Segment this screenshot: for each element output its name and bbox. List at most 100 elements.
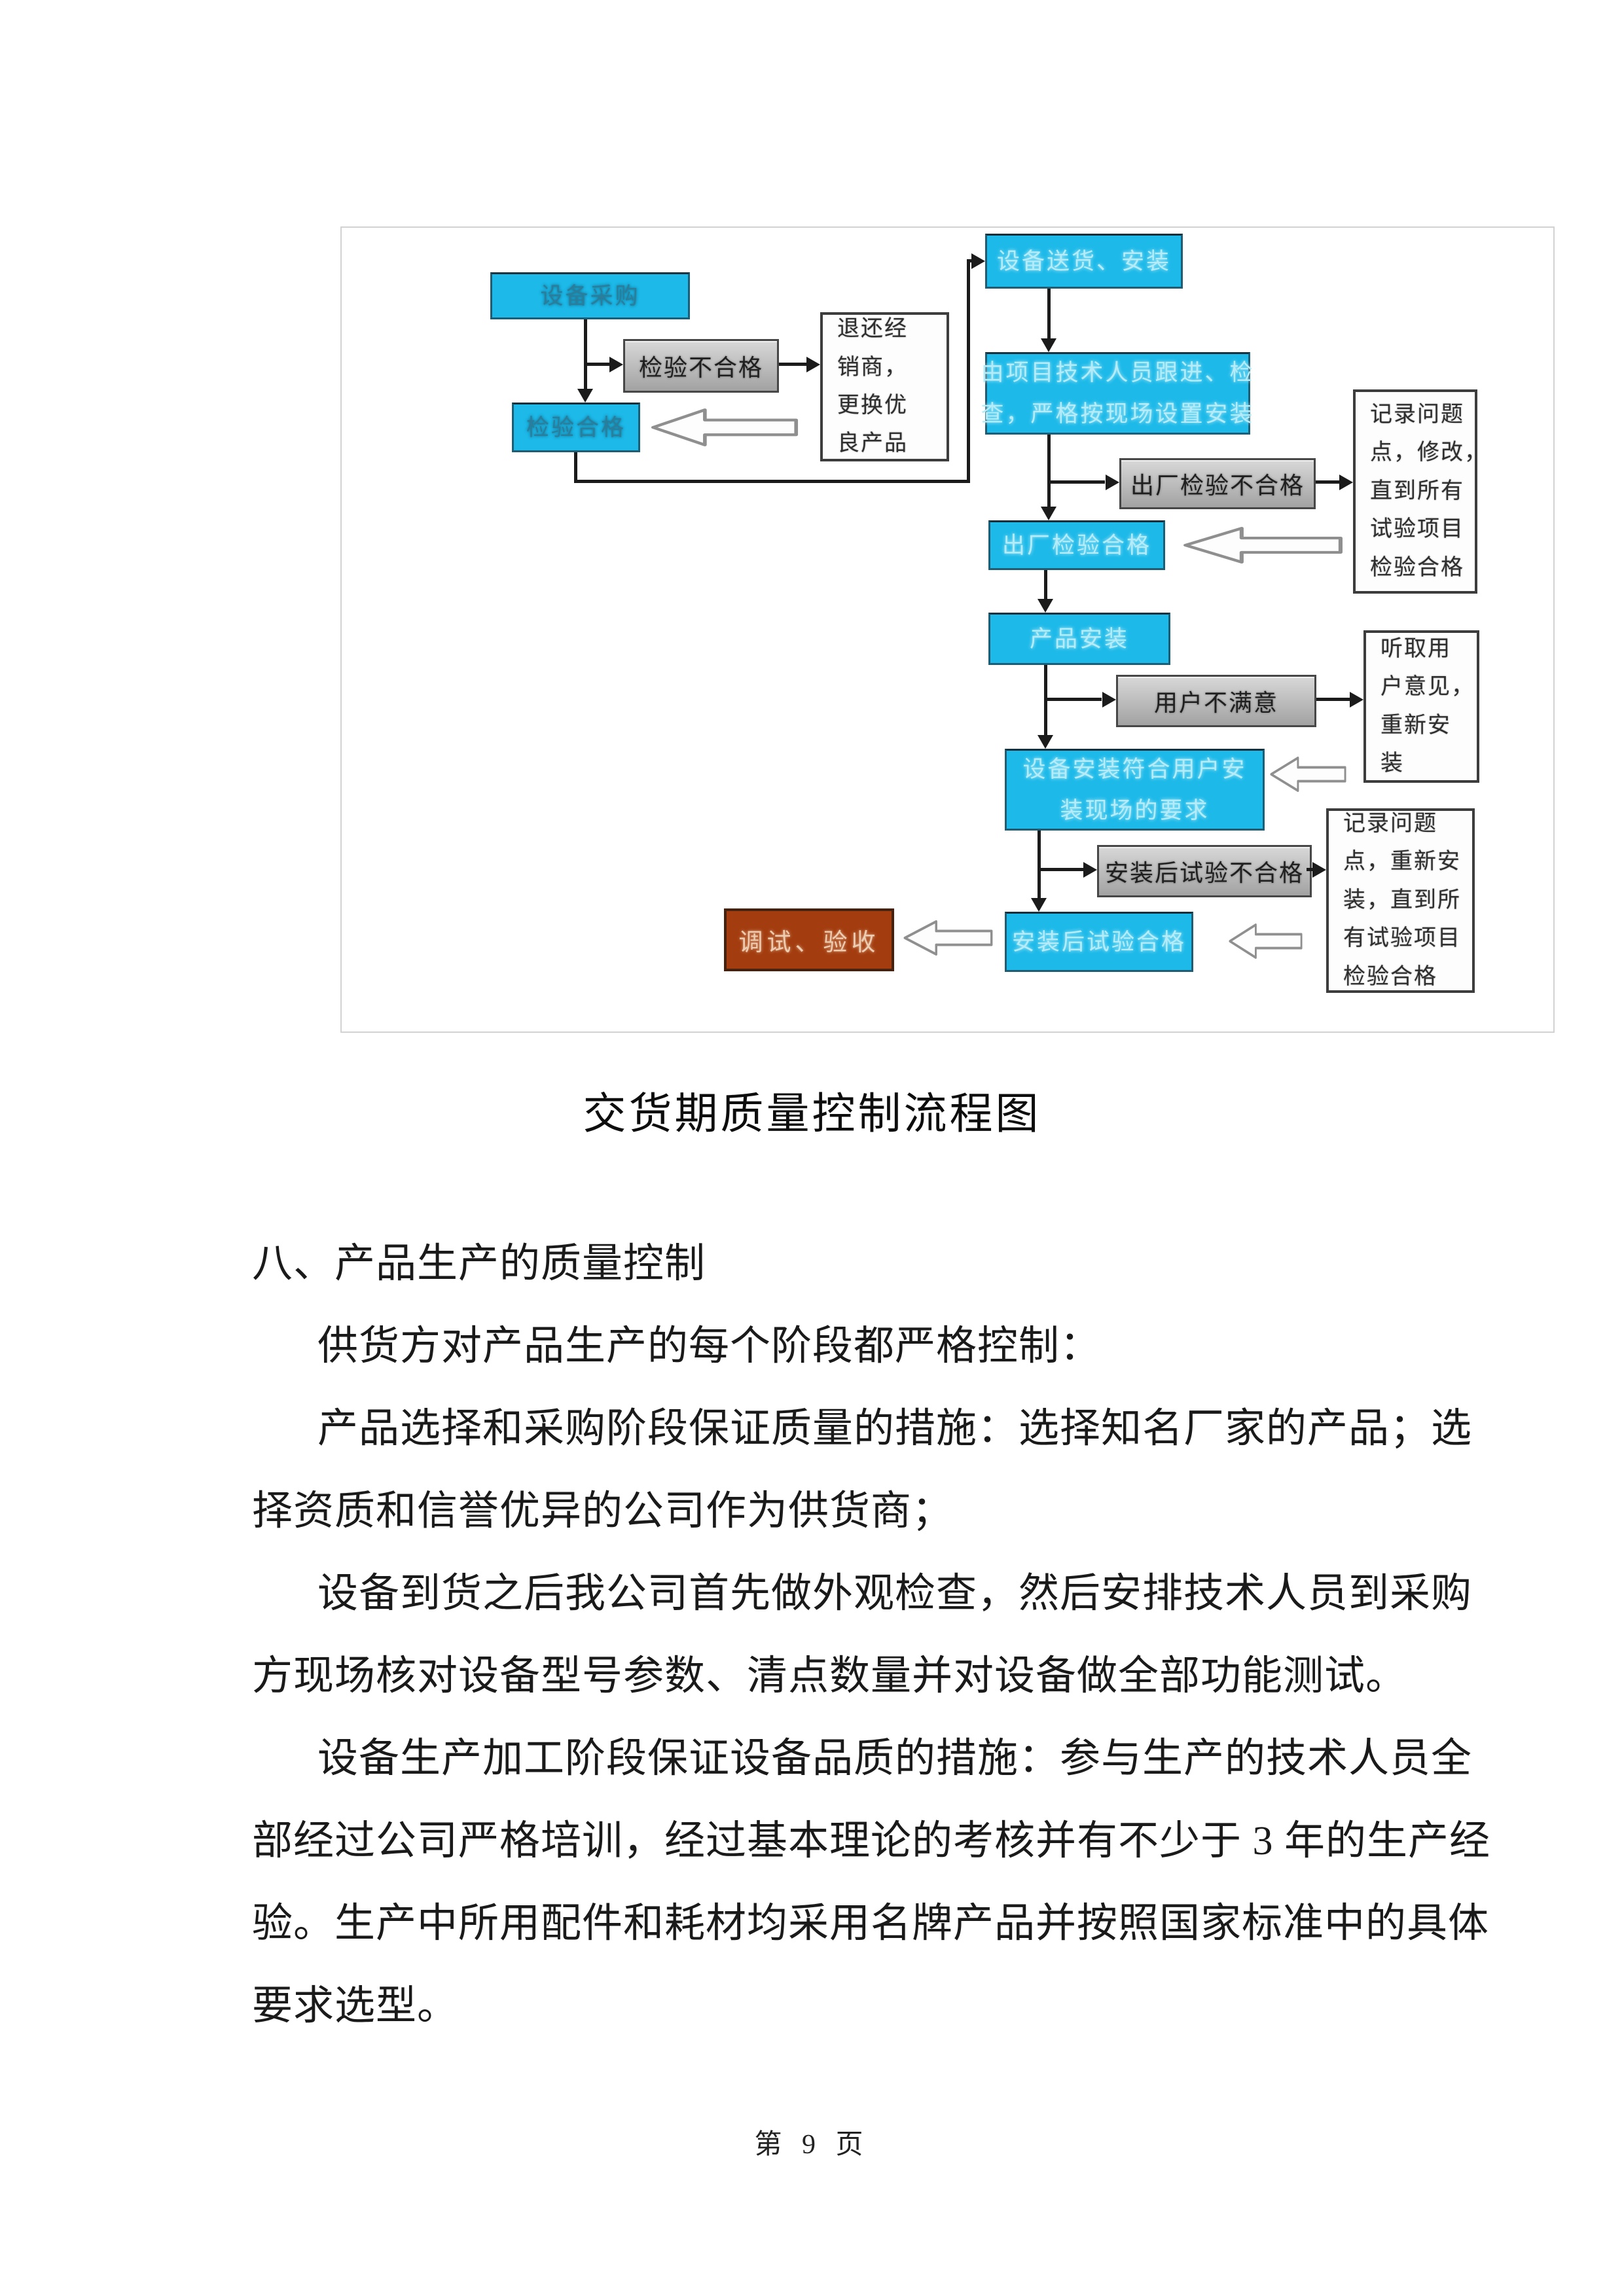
body-line: 八、产品生产的质量控制	[252, 1242, 706, 1286]
arrowhead-icon	[1102, 692, 1116, 708]
node-user-unsatisfied: 用户不满意	[1116, 675, 1316, 727]
node-record-problems-fix: 记录问题点，修改，直到所有试验项目检验合格	[1353, 389, 1487, 594]
hollow-left-arrow-icon	[1183, 526, 1343, 565]
node-label: 记录问题	[1343, 811, 1437, 836]
hollow-left-arrow-icon	[1229, 922, 1303, 960]
node-label: 点，修改，	[1370, 440, 1488, 465]
connector-line	[967, 260, 970, 483]
node-label: 出厂检验不合格	[1130, 473, 1305, 499]
node-label: 用户不满意	[1153, 690, 1278, 716]
node-return-to-dealer: 退还经销商， 更换优良产品	[820, 312, 949, 461]
node-label: 检验不合格	[638, 355, 763, 381]
node-label: 安装后试验合格	[1011, 929, 1186, 955]
node-equipment-delivery-install: 设备送货、安装	[985, 234, 1183, 289]
node-debug-acceptance: 调试、验收	[724, 908, 894, 971]
node-incoming-inspection-fail: 检验不合格	[623, 339, 779, 393]
arrowhead-icon	[1038, 599, 1053, 613]
node-posttest-pass: 安装后试验合格	[1005, 912, 1193, 972]
node-product-install: 产品安装	[988, 613, 1170, 665]
node-label: 听取用	[1380, 636, 1451, 661]
node-label: 退还经	[837, 317, 908, 342]
node-label: 设备采购	[540, 283, 640, 309]
node-label: 装	[1380, 751, 1404, 776]
node-equipment-procurement: 设备采购	[490, 272, 690, 319]
hollow-left-arrow-icon	[1270, 755, 1346, 793]
node-label: 更换优	[837, 393, 908, 418]
arrowhead-icon	[1031, 898, 1047, 912]
node-listen-user-reinstall: 听取用户意见， 重新安装	[1363, 630, 1479, 783]
body-line: 验。生产中所用配件和耗材均采用名牌产品并按照国家标准中的具体	[252, 1901, 1490, 1946]
node-label: 销商，	[837, 355, 908, 380]
node-label: 设备安装符合用户安	[1022, 756, 1247, 782]
connector-line	[1316, 480, 1339, 484]
node-label: 安装后试验不合格	[1104, 860, 1304, 886]
arrowhead-icon	[577, 389, 593, 403]
node-label: 良产品	[837, 431, 908, 456]
node-label: 调试、验收	[738, 929, 880, 956]
node-label: 检验合格	[1343, 964, 1437, 989]
arrowhead-icon	[1038, 735, 1053, 749]
body-text: 八、产品生产的质量控制供货方对产品生产的每个阶段都严格控制：产品选择和采购阶段保…	[252, 1223, 1491, 2047]
arrowhead-icon	[1312, 862, 1326, 878]
body-line: 产品选择和采购阶段保证质量的措施：选择知名厂家的产品；选	[317, 1407, 1473, 1451]
node-label: 设备送货、安装	[996, 248, 1171, 274]
node-posttest-fail: 安装后试验不合格	[1097, 845, 1312, 897]
figure-caption: 交货期质量控制流程图	[583, 1090, 1041, 1138]
connector-line	[1047, 289, 1051, 340]
delivery-quality-flowchart-figure: 设备采购检验不合格退还经销商，更换优良产品检验合格设备送货、安装由项目技术人员跟…	[340, 226, 1555, 1033]
node-incoming-inspection-pass: 检验合格	[512, 403, 640, 452]
arrowhead-icon	[1041, 338, 1056, 352]
node-label: 重新安	[1380, 713, 1451, 738]
connector-line	[1047, 480, 1105, 484]
body-line: 择资质和信誉优异的公司作为供货商；	[252, 1489, 954, 1534]
arrowhead-icon	[806, 357, 820, 372]
node-label: 检验合格	[1370, 555, 1464, 580]
arrowhead-icon	[1339, 475, 1353, 490]
node-label: 产品安装	[1029, 626, 1129, 652]
connector-line	[1044, 698, 1102, 701]
page-number: 第 9 页	[754, 2130, 870, 2160]
arrowhead-icon	[609, 357, 623, 372]
connector-line	[1047, 435, 1051, 509]
connector-line	[584, 319, 587, 389]
node-label: 户意见，	[1380, 675, 1475, 700]
arrowhead-icon	[1041, 507, 1056, 520]
arrowhead-icon	[1350, 692, 1363, 708]
connector-line	[967, 259, 972, 262]
node-factory-inspection-pass: 出厂检验合格	[988, 520, 1165, 570]
node-label: 有试验项目	[1343, 926, 1461, 951]
connector-line	[1307, 868, 1313, 871]
body-line: 设备生产加工阶段保证设备品质的措施：参与生产的技术人员全	[317, 1736, 1473, 1781]
arrowhead-icon	[1083, 862, 1097, 878]
body-line: 要求选型。	[252, 1984, 459, 2028]
body-line: 部经过公司严格培训，经过基本理论的考核并有不少于 3 年的生产经	[252, 1819, 1491, 1863]
node-label: 出厂检验合格	[1001, 532, 1151, 558]
body-line: 方现场核对设备型号参数、清点数量并对设备做全部功能测试。	[252, 1654, 1407, 1698]
body-line: 设备到货之后我公司首先做外观检查，然后安排技术人员到采购	[317, 1571, 1473, 1616]
arrowhead-icon	[1106, 475, 1119, 490]
node-label: 查，严格按现场设置安装	[981, 401, 1255, 427]
node-label: 由项目技术人员跟进、检	[981, 360, 1255, 386]
hollow-left-arrow-icon	[651, 407, 799, 448]
node-label: 点，重新安	[1343, 850, 1461, 874]
node-label: 检验合格	[526, 414, 626, 440]
node-label: 装，直到所	[1343, 888, 1461, 912]
node-label: 装现场的要求	[1060, 797, 1210, 823]
connector-line	[779, 363, 806, 366]
node-label: 直到所有	[1370, 478, 1464, 503]
connector-line	[574, 480, 969, 483]
connector-line	[574, 452, 577, 483]
node-install-meets-site-requirements: 设备安装符合用户安装现场的要求	[1005, 749, 1265, 831]
node-technician-follow-install: 由项目技术人员跟进、检查，严格按现场设置安装	[981, 352, 1253, 435]
connector-line	[584, 363, 610, 366]
connector-line	[1038, 831, 1041, 899]
node-factory-inspection-fail: 出厂检验不合格	[1119, 458, 1316, 509]
connector-line	[1316, 698, 1350, 701]
connector-line	[1044, 570, 1047, 600]
arrowhead-icon	[971, 253, 985, 269]
node-label: 记录问题	[1370, 402, 1464, 427]
connector-line	[1038, 868, 1083, 871]
node-record-reinstall-until-pass: 记录问题点，重新安装，直到所有试验项目检验合格	[1326, 808, 1475, 993]
hollow-left-arrow-icon	[903, 919, 993, 957]
